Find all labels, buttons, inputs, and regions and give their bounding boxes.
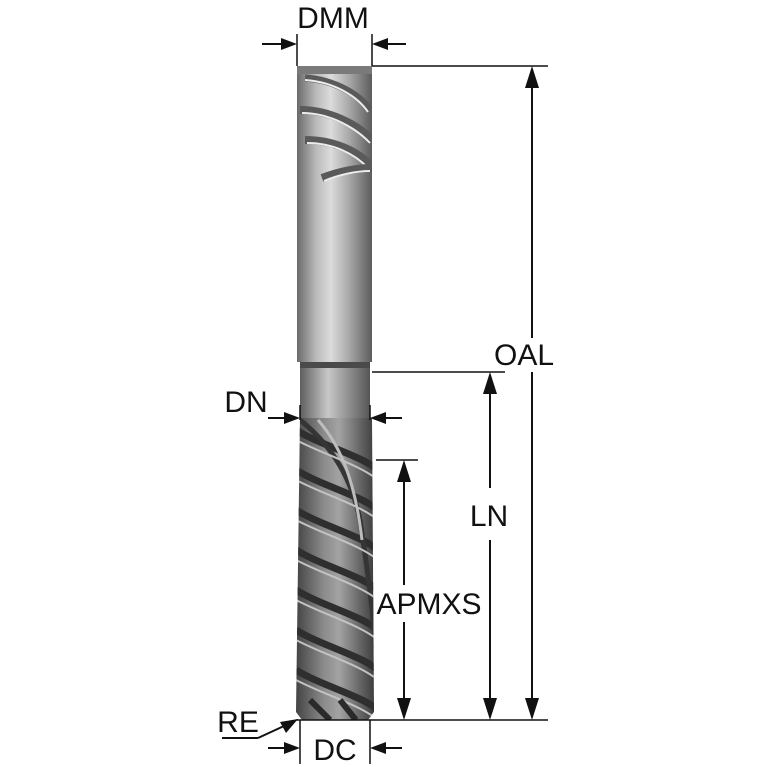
re-leader — [222, 719, 298, 739]
dn-arrow — [268, 412, 402, 424]
label-oal: OAL — [494, 339, 554, 372]
helical-flutes — [296, 418, 374, 720]
ln-arrow — [483, 372, 497, 720]
dmm-arrow — [262, 38, 406, 50]
label-dc: DC — [313, 734, 356, 767]
dc-arrow — [268, 742, 402, 754]
label-ln: LN — [470, 500, 508, 533]
label-dn: DN — [224, 386, 267, 419]
oal-arrow — [525, 66, 539, 720]
end-mill-body — [296, 66, 374, 720]
dimension-lines — [296, 34, 548, 764]
label-dmm: DMM — [297, 2, 369, 35]
dimension-labels: DMM OAL DN LN APMXS RE DC — [217, 2, 554, 767]
label-apmxs: APMXS — [376, 588, 481, 621]
neck — [300, 362, 370, 418]
dimension-arrows — [222, 38, 539, 754]
shank-grooves — [297, 66, 372, 182]
label-re: RE — [217, 706, 259, 739]
apmxs-arrow — [397, 460, 411, 720]
